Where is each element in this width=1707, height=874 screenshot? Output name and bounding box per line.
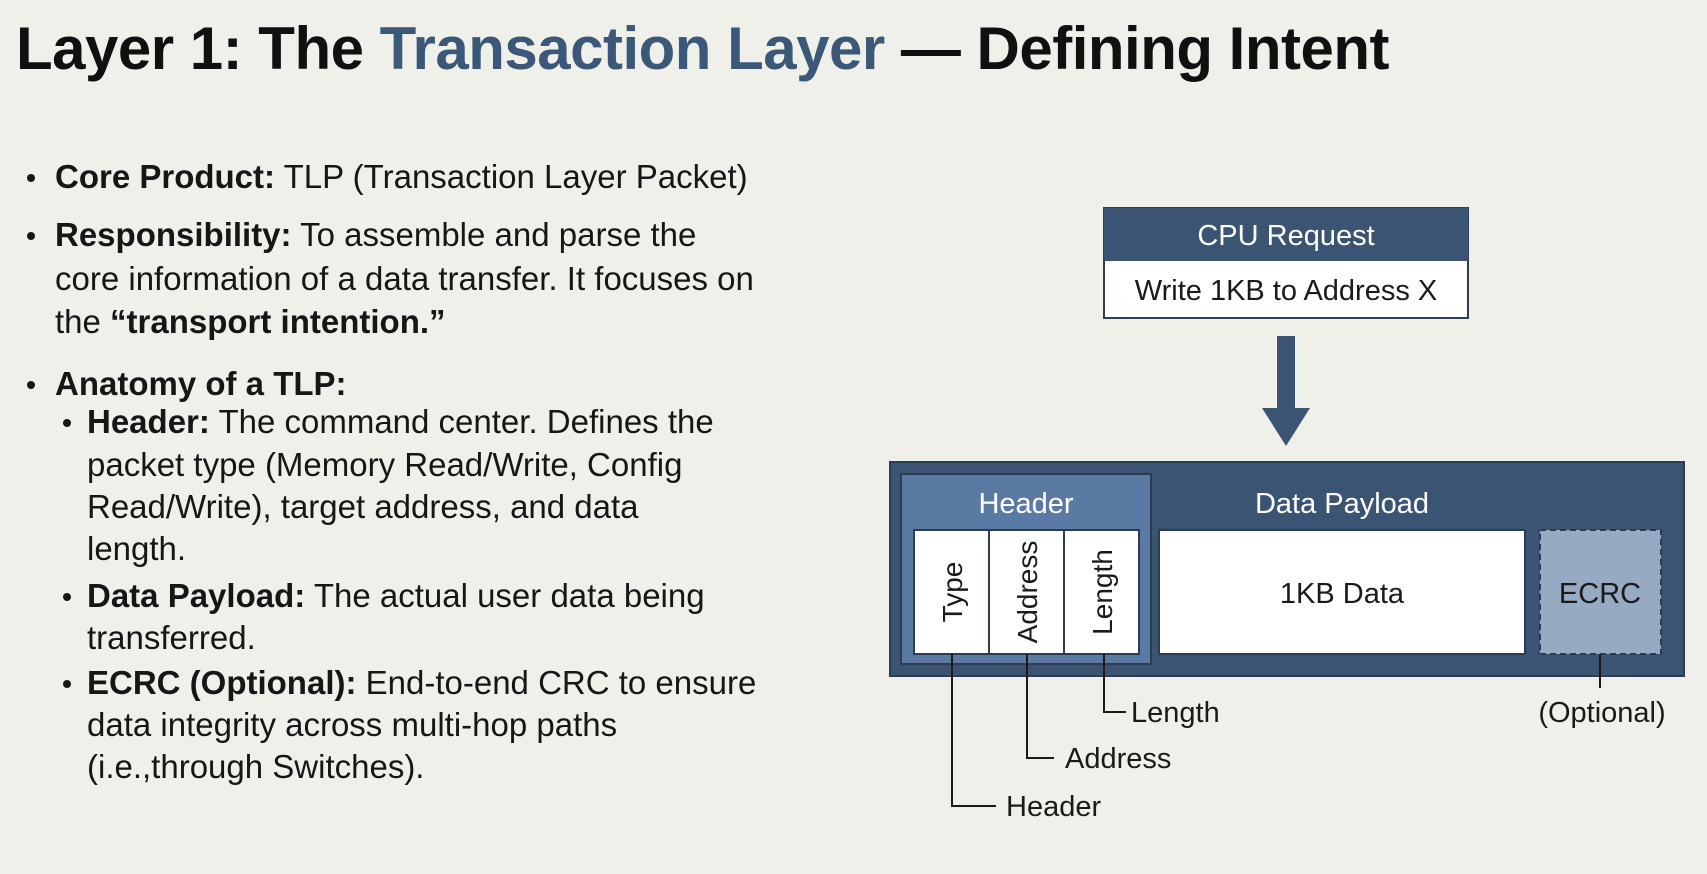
anatomy-label: Anatomy of a TLP:: [55, 365, 347, 402]
bullet-anatomy: Anatomy of a TLP:: [55, 362, 347, 406]
payload-text-2: transferred.: [87, 619, 256, 656]
callout-optional: (Optional): [1538, 697, 1665, 729]
sub-bullet-dot: [63, 593, 71, 601]
header-section-label: Header: [978, 488, 1073, 520]
ecrc-text-2: data integrity across multi-hop paths: [87, 706, 618, 743]
payload-text-1: The actual user data being: [305, 577, 705, 614]
callout-address: Address: [1065, 743, 1171, 775]
sub-bullet-header: Header: The command center. Defines the: [87, 400, 714, 444]
core-product-text: TLP (Transaction Layer Packet): [275, 158, 748, 195]
sub-bullet-payload: Data Payload: The actual user data being: [87, 574, 705, 618]
header-text-2: packet type (Memory Read/Write, Config: [87, 446, 683, 483]
title-prefix: Layer 1: The: [16, 15, 380, 82]
sub-bullet-dot: [63, 419, 71, 427]
callout-line-length: [1103, 654, 1126, 713]
sub-bullet-ecrc: ECRC (Optional): End-to-end CRC to ensur…: [87, 661, 756, 705]
transport-intention: “transport intention.”: [110, 303, 446, 340]
cpu-request-title: CPU Request: [1197, 220, 1374, 252]
field-type-cell: [913, 529, 990, 655]
down-arrow-icon: [1262, 336, 1310, 446]
title-suffix: — Defining Intent: [884, 15, 1390, 82]
arrow-head: [1262, 408, 1310, 446]
title-highlight: Transaction Layer: [379, 15, 886, 82]
field-type-label: Type: [937, 562, 968, 623]
ecrc-text-1: End-to-end CRC to ensure: [356, 664, 757, 701]
field-length-label: Length: [1087, 549, 1118, 635]
sub-bullet-dot: [63, 680, 71, 688]
header-label: Header:: [87, 403, 210, 440]
cpu-request-body: Write 1KB to Address X: [1135, 275, 1438, 307]
callout-header: Header: [1006, 791, 1101, 823]
callout-lines: [951, 654, 1601, 807]
bullet-list: Core Product: TLP (Transaction Layer Pac…: [27, 155, 756, 785]
core-product-label: Core Product:: [55, 158, 276, 195]
payload-label: Data Payload:: [87, 577, 306, 614]
bullet-dot: [27, 232, 35, 240]
callout-line-header: [951, 654, 996, 807]
cpu-request-title-bar: [1104, 208, 1468, 261]
bullet-dot: [27, 381, 35, 389]
field-address-label: Address: [1012, 541, 1043, 644]
ecrc-label: ECRC (Optional):: [87, 664, 357, 701]
header-text-4: length.: [87, 530, 187, 567]
bullet-responsibility: Responsibility: To assemble and parse th…: [55, 213, 696, 257]
payload-section-label: Data Payload: [1255, 488, 1429, 520]
responsibility-text-2: core information of a data transfer. It …: [55, 260, 754, 297]
cpu-request-box: CPU Request Write 1KB to Address X: [1103, 207, 1469, 319]
bullet-dot: [27, 174, 35, 182]
responsibility-text-1: To assemble and parse the: [291, 216, 697, 253]
field-length-cell: [1063, 529, 1140, 655]
responsibility-label: Responsibility:: [55, 216, 292, 253]
callout-line-address: [1026, 654, 1054, 759]
responsibility-text-3-prefix: the: [55, 303, 111, 340]
responsibility-text-3: the “transport intention.”: [55, 300, 446, 344]
bullet-core-product: Core Product: TLP (Transaction Layer Pac…: [55, 155, 748, 199]
ecrc-block-label: ECRC: [1559, 578, 1641, 610]
arrow-shaft: [1277, 336, 1295, 412]
page-title: Layer 1: The Transaction Layer — Definin…: [16, 14, 1389, 83]
callout-length: Length: [1131, 697, 1220, 729]
header-text-1: The command center. Defines the: [209, 403, 714, 440]
header-text-3: Read/Write), target address, and data: [87, 488, 639, 525]
data-block-label: 1KB Data: [1280, 578, 1405, 610]
data-block: [1158, 529, 1526, 655]
ecrc-text-3: (i.e.,through Switches).: [87, 748, 425, 785]
